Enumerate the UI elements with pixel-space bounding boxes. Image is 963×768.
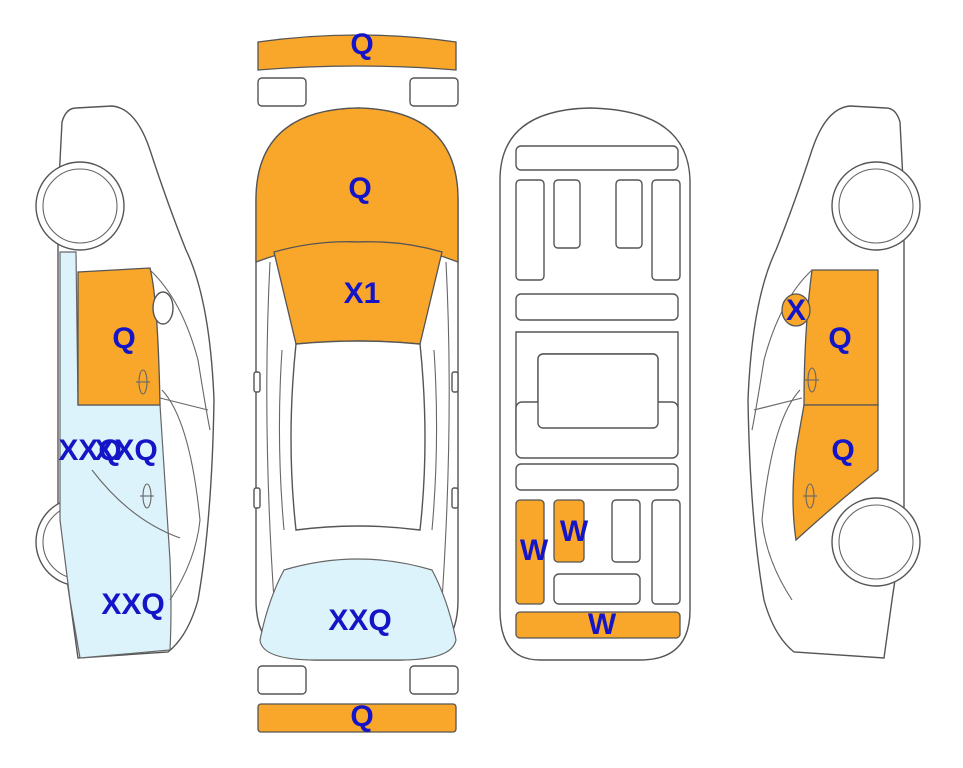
label-left-rear-quarter: XXQ [101, 588, 164, 621]
floor-front-inner-left [553, 179, 581, 249]
label-windshield: X1 [344, 277, 381, 310]
left-front-wheel [35, 161, 125, 251]
right-glass-line-2 [753, 397, 803, 411]
right-glass-line-3 [761, 389, 801, 601]
floor-rear-small [553, 573, 641, 605]
label-floor-rear-panel: W [588, 608, 617, 641]
left-door-handle-rear [140, 483, 154, 509]
rear-window-panel [259, 558, 457, 661]
front-light-left [257, 77, 307, 107]
right-mirror [781, 293, 811, 327]
floor-rear-rail-right [651, 499, 681, 605]
right-door-handle-rear [803, 483, 817, 509]
rear-bumper [257, 703, 457, 733]
rear-light-left [257, 665, 307, 695]
floor-mid-crossmember [515, 293, 679, 321]
right-rear-door-panel [792, 404, 879, 542]
front-light-right [409, 77, 459, 107]
floor-front-crossmember [515, 145, 679, 171]
label-hood: Q [348, 172, 371, 205]
left-door-handle-front [136, 369, 150, 395]
roof-panel [290, 340, 426, 531]
right-front-wheel [831, 161, 921, 251]
handle-right-top [451, 487, 459, 509]
label-right-rear-door: Q [831, 434, 854, 467]
front-bumper [257, 34, 457, 71]
underbody-view: W W W [499, 107, 691, 661]
top-side-line-left [266, 261, 275, 601]
floor-rear-rail-left [515, 499, 545, 605]
floor-front-rail-right [651, 179, 681, 281]
top-side-line-right-2 [431, 349, 438, 531]
left-glass-line-2 [159, 397, 209, 411]
floor-rear-panel [515, 611, 681, 639]
floor-front-rail-left [515, 179, 545, 281]
floor-rear-crossmember [515, 463, 679, 491]
right-glass-line [751, 269, 813, 431]
left-front-door-panel [77, 267, 161, 406]
top-side-line-left-2 [278, 349, 285, 531]
label-floor-left-rail: W [520, 534, 549, 567]
right-rear-wheel-hub [838, 504, 914, 580]
right-front-wheel-hub [838, 168, 914, 244]
left-front-wheel-hub [42, 168, 118, 244]
mirror-right-top [451, 371, 459, 393]
floor-rear-inner-right [611, 499, 641, 563]
left-glass-line-4 [161, 389, 201, 601]
left-side-view: Q XXQ XXQ XXQ [35, 105, 215, 659]
right-door-handle-front [805, 367, 819, 393]
top-side-line-right [441, 261, 450, 601]
left-mirror [152, 291, 174, 325]
rear-light-right [409, 665, 459, 695]
label-left-front-door: Q [112, 322, 135, 355]
label-left-center-b: XXQ [94, 434, 157, 467]
label-left-center-a: XXQ [58, 434, 121, 467]
floor-center-pan-2 [537, 353, 659, 429]
label-rear-window: XXQ [328, 604, 391, 637]
label-rear-bumper: Q [350, 700, 373, 733]
floor-rear-inner-left [553, 499, 585, 563]
mirror-left-top [253, 371, 261, 393]
handle-left-top [253, 487, 261, 509]
top-view: Q Q X1 XXQ Q [253, 28, 459, 733]
right-side-view: X Q Q [747, 105, 921, 659]
left-rear-quarter-panel [59, 251, 172, 659]
label-front-bumper: Q [350, 28, 373, 61]
right-rear-wheel [831, 497, 921, 587]
floor-front-inner-right [615, 179, 643, 249]
left-glass-line [149, 269, 211, 431]
label-right-mirror: X [786, 294, 806, 327]
left-glass-line-3 [91, 469, 181, 539]
label-floor-left-inner: W [560, 515, 589, 548]
label-right-front-door: Q [828, 322, 851, 355]
